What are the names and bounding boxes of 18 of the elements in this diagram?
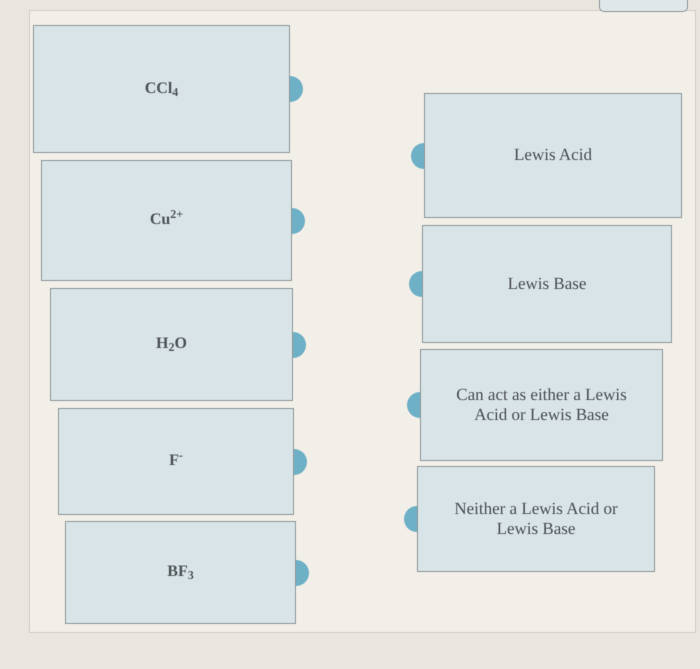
term-card (33, 25, 290, 153)
formula-label: F$^{-}$ (169, 451, 183, 472)
term-card (65, 521, 296, 624)
category-card (420, 349, 663, 461)
category-label: Lewis Acid (514, 145, 592, 166)
category-card (424, 93, 682, 218)
term-card (58, 408, 294, 515)
category-card (417, 466, 655, 572)
formula-label: BF$_{3}$ (167, 562, 194, 583)
category-card (422, 225, 672, 343)
formula-label: H$_{2}$O (156, 334, 187, 355)
term-card (41, 160, 292, 281)
formula-label: Cu$^{2+}$ (150, 210, 184, 230)
formula-label: CCl$_{4}$ (144, 78, 178, 100)
term-card (50, 288, 293, 401)
category-label: Lewis Base (508, 274, 586, 294)
category-label: Can act as either a Lewis Acid or Lewis Base (455, 384, 628, 426)
category-label: Neither a Lewis Acid or Lewis Base (453, 498, 619, 540)
